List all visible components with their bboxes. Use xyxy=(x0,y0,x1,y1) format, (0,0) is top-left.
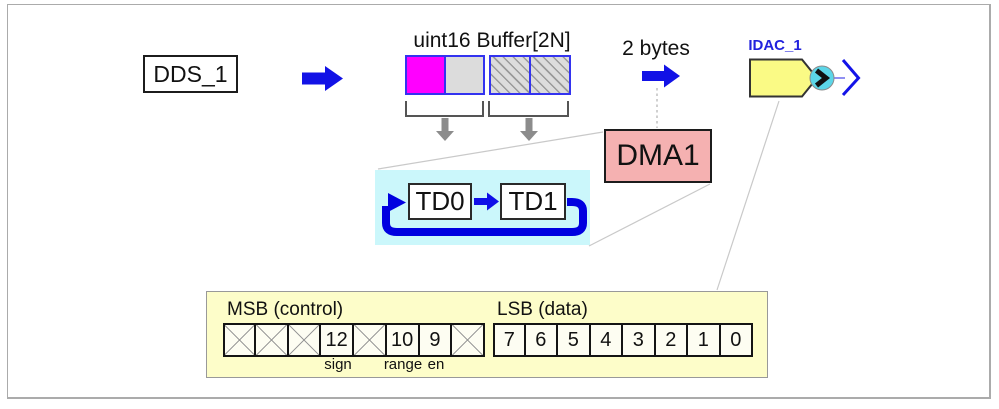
bit-cell-unused xyxy=(352,323,387,357)
bit-cell-data: 1 xyxy=(686,323,721,357)
bit-cell-data: 6 xyxy=(523,323,558,357)
dds-component: DDS_1 xyxy=(143,55,238,93)
msb-bit-row: 12 10 9 xyxy=(223,323,485,357)
sign-field-label: sign xyxy=(324,356,352,373)
msb-section-title: MSB (control) xyxy=(227,299,344,320)
diagram-frame-border xyxy=(7,4,991,399)
en-field-label: en xyxy=(427,356,445,373)
td1-descriptor: TD1 xyxy=(500,183,566,220)
idac-component-label: IDAC_1 xyxy=(748,37,802,54)
buffer-title: uint16 Buffer[2N] xyxy=(413,29,571,52)
dma-component: DMA1 xyxy=(604,129,712,183)
dma-component-label: DMA1 xyxy=(616,139,700,172)
td0-descriptor: TD0 xyxy=(408,183,472,220)
bit-cell-data: 3 xyxy=(621,323,656,357)
lsb-bit-row: 7 6 5 4 3 2 1 0 xyxy=(493,323,753,357)
buffer-cell-empty xyxy=(444,55,485,95)
bit-cell-unused xyxy=(286,323,322,357)
bit-cell-data: 7 xyxy=(493,323,526,357)
buffer-cell-filled xyxy=(405,55,446,95)
bit-cell-data: 0 xyxy=(718,323,753,357)
bit-cell-en: 9 xyxy=(417,323,453,357)
bit-cell-unused xyxy=(253,323,289,357)
bit-cell-data: 4 xyxy=(588,323,623,357)
buffer-cell-hatched xyxy=(529,55,571,95)
range-field-label: range xyxy=(383,356,423,373)
sample-buffer-group-pending xyxy=(489,55,571,95)
bit-cell-unused xyxy=(223,323,256,357)
td0-label: TD0 xyxy=(415,186,465,216)
dds-component-label: DDS_1 xyxy=(153,60,228,87)
td1-label: TD1 xyxy=(508,186,558,216)
bit-cell-sign: 12 xyxy=(319,323,354,357)
bit-cell-data: 2 xyxy=(653,323,688,357)
bytes-label: 2 bytes xyxy=(622,37,690,60)
bit-cell-unused xyxy=(450,323,485,357)
sample-buffer-group-current xyxy=(405,55,485,95)
bit-cell-data: 5 xyxy=(556,323,591,357)
bit-cell-range: 10 xyxy=(384,323,420,357)
lsb-section-title: LSB (data) xyxy=(497,299,588,320)
buffer-cell-hatched xyxy=(489,55,531,95)
